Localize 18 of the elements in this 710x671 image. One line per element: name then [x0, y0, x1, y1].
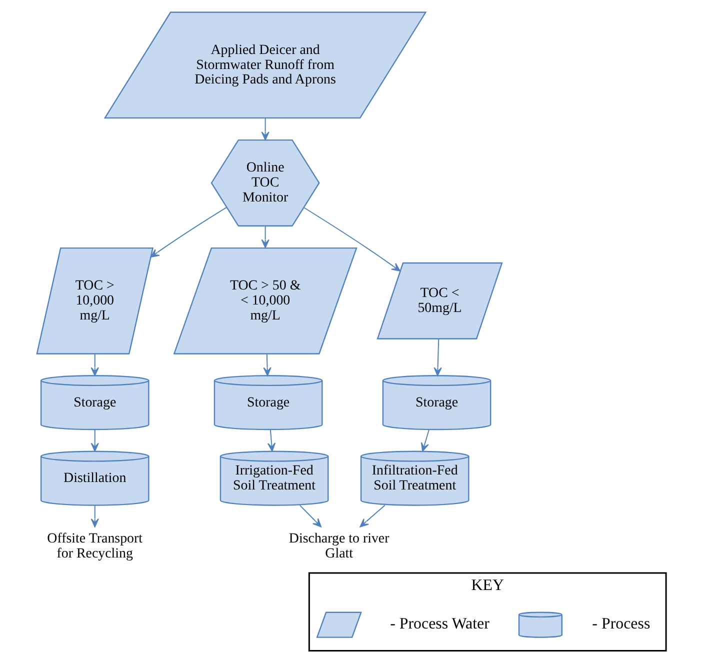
- arrow: [420, 429, 429, 452]
- arrow: [298, 504, 322, 528]
- arrow: [90, 504, 98, 528]
- node-parallelogram: [316, 612, 362, 638]
- node-text: Discharge to river Glatt: [288, 531, 389, 562]
- legend-label: - Process Water: [390, 616, 489, 633]
- arrow: [150, 206, 227, 258]
- arrow: [359, 504, 385, 528]
- arrow: [90, 353, 98, 376]
- arrow: [90, 429, 98, 452]
- arrow: [260, 226, 269, 248]
- arrow: [262, 353, 271, 376]
- node-text: Offsite Transport for Recycling: [46, 531, 142, 562]
- arrow: [260, 117, 269, 140]
- arrow: [266, 429, 276, 452]
- arrow: [302, 207, 400, 272]
- arrow: [433, 338, 442, 376]
- legend-label: - Process: [592, 616, 650, 633]
